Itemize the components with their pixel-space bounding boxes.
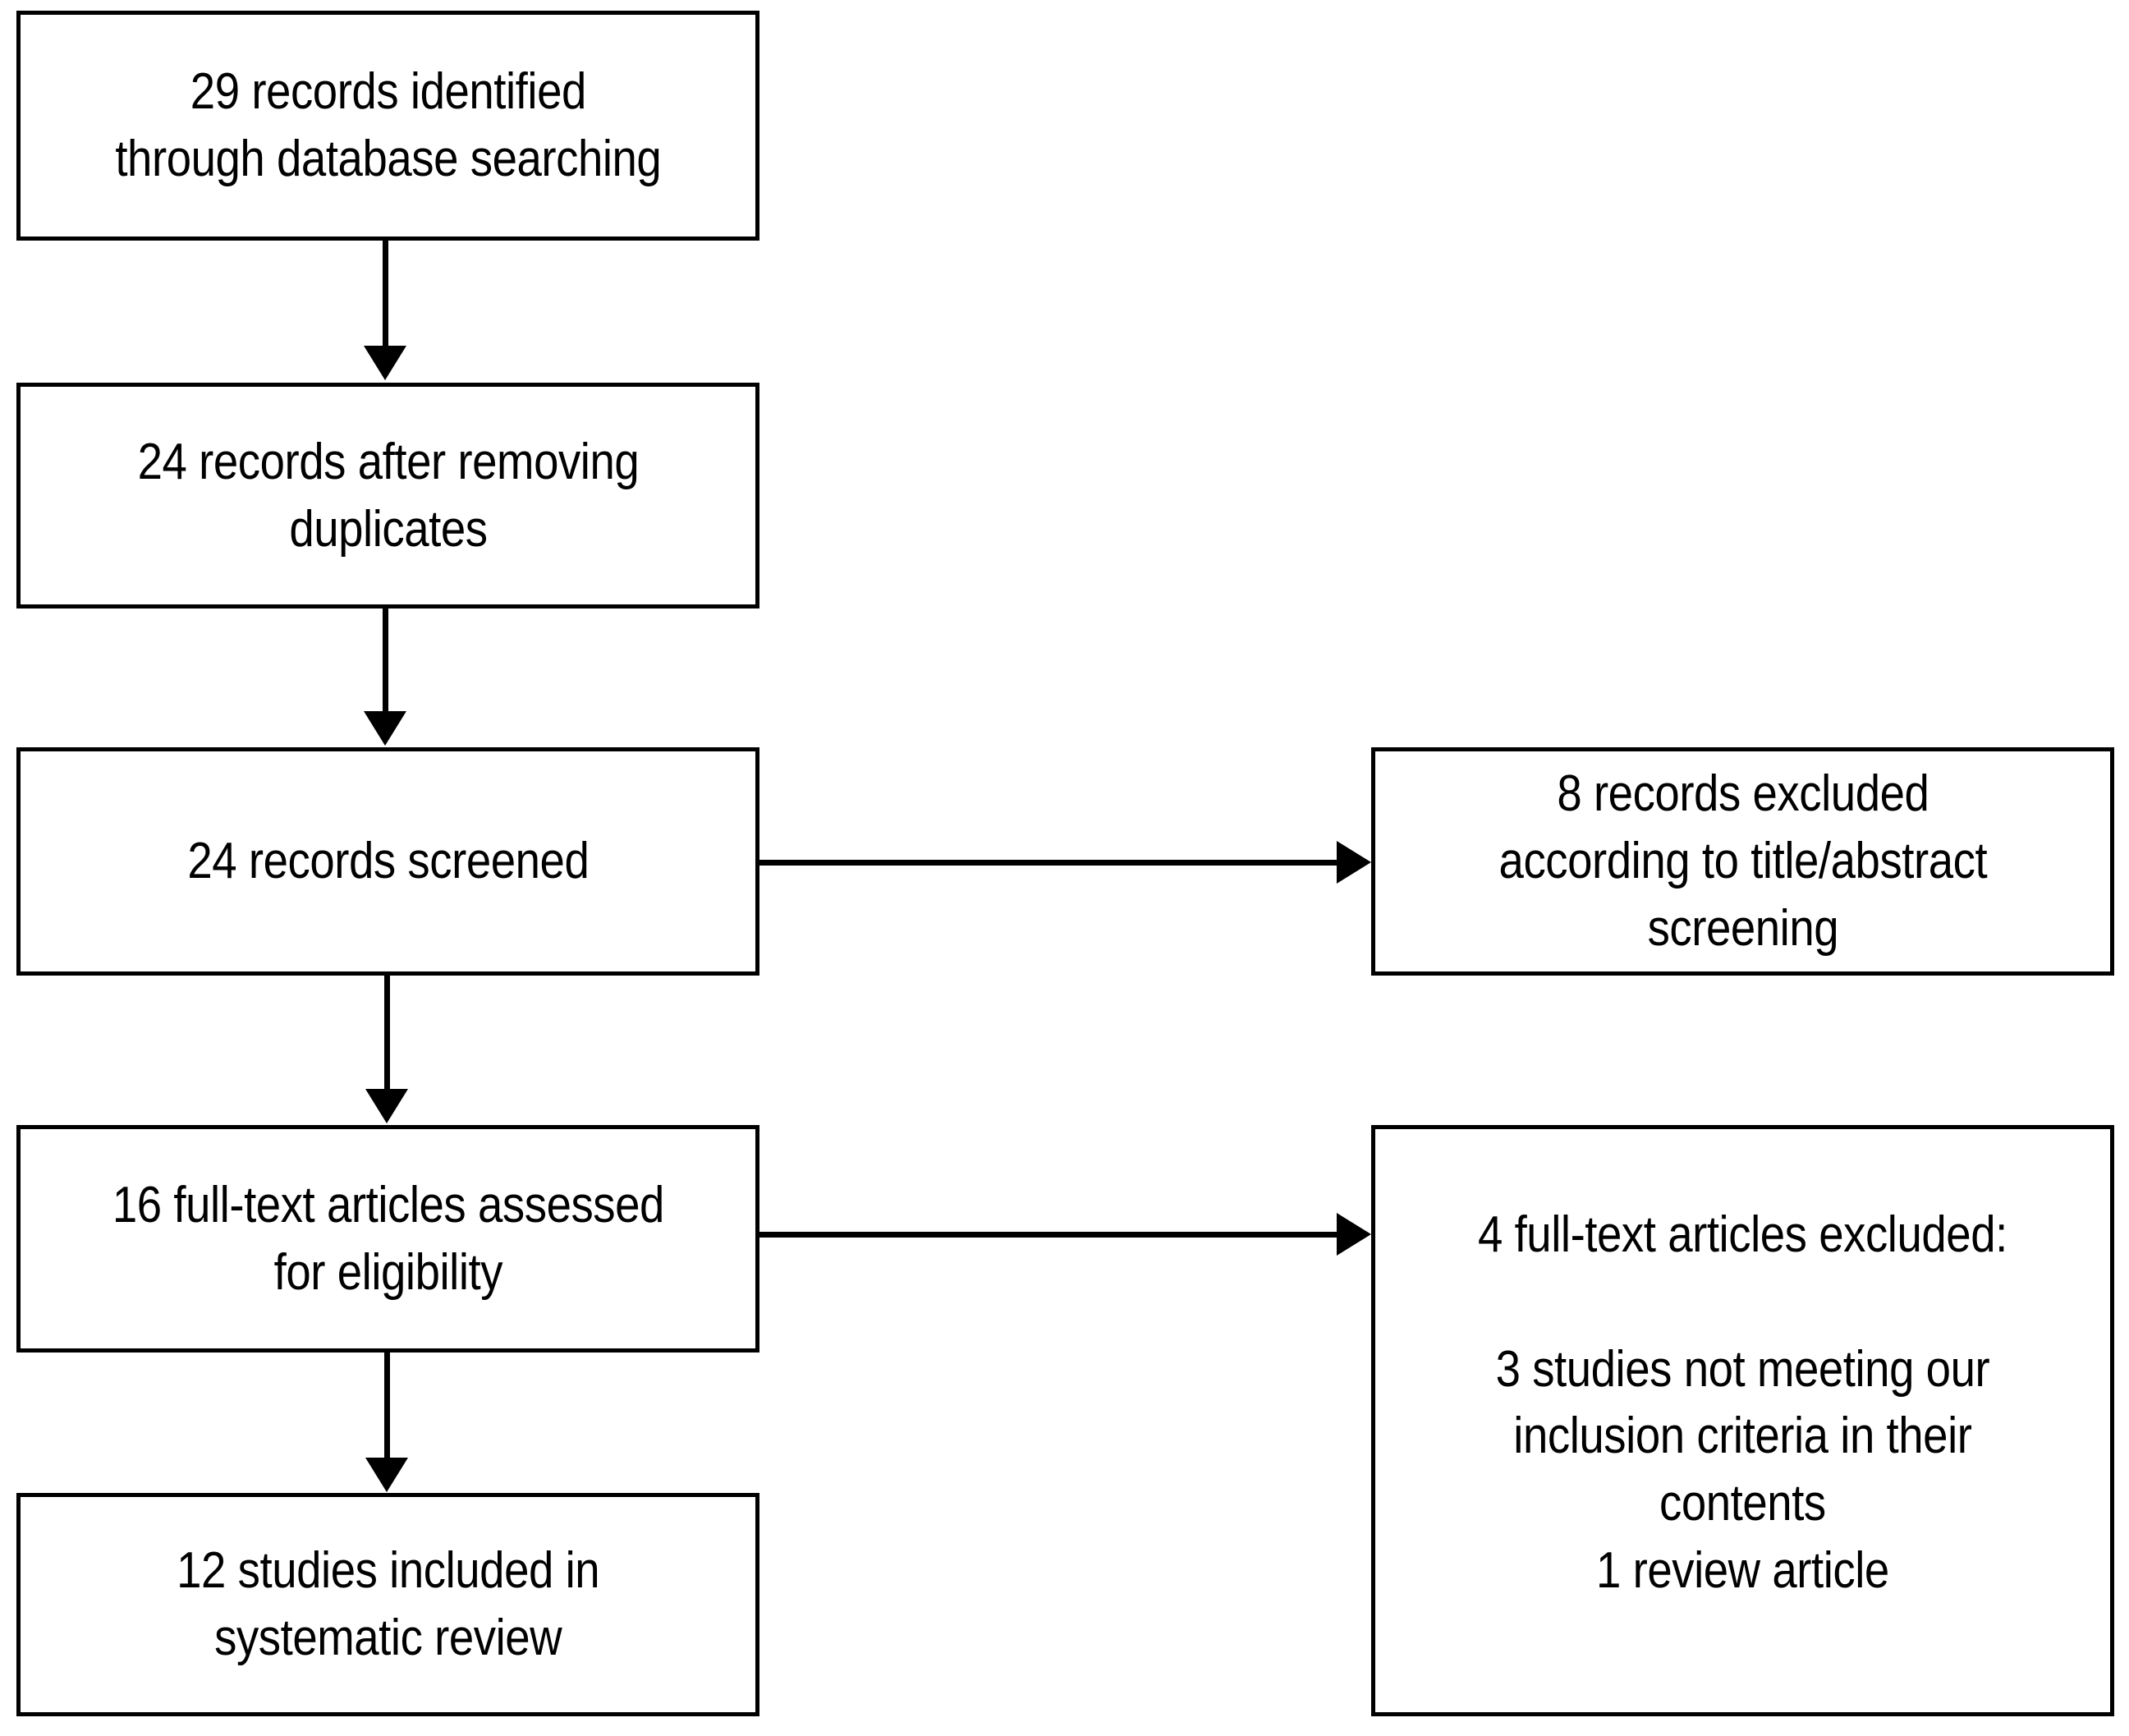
node-records-identified: 29 records identified through database s… [16,11,759,241]
node-records-after-duplicates-label: 24 records after removing duplicates [137,433,639,558]
node-studies-included: 12 studies included in systematic review [16,1493,759,1716]
connector-line [759,1232,1338,1238]
arrowhead-down-icon [365,1458,408,1492]
node-studies-included-label: 12 studies included in systematic review [176,1542,600,1666]
node-records-screened: 24 records screened [16,747,759,976]
node-records-after-duplicates: 24 records after removing duplicates [16,383,759,609]
connector-line [384,1353,390,1459]
node-fulltext-assessed: 16 full-text articles assessed for eligi… [16,1125,759,1353]
arrowhead-down-icon [364,346,406,380]
connector-line [383,241,388,349]
node-fulltext-assessed-label: 16 full-text articles assessed for eligi… [112,1176,664,1301]
node-fulltext-excluded-label: 4 full-text articles excluded: 3 studies… [1478,1206,2007,1600]
node-records-identified-label: 29 records identified through database s… [114,63,662,187]
arrowhead-right-icon [1337,841,1371,884]
connector-line [383,609,388,713]
arrowhead-down-icon [365,1089,408,1123]
node-records-excluded-screening: 8 records excluded according to title/ab… [1371,747,2114,976]
node-records-excluded-screening-label: 8 records excluded according to title/ab… [1498,765,1987,957]
connector-line [384,976,390,1091]
arrowhead-down-icon [364,711,406,746]
connector-line [759,860,1338,866]
node-fulltext-excluded: 4 full-text articles excluded: 3 studies… [1371,1125,2114,1716]
node-records-screened-label: 24 records screened [186,833,590,890]
arrowhead-right-icon [1337,1213,1371,1256]
